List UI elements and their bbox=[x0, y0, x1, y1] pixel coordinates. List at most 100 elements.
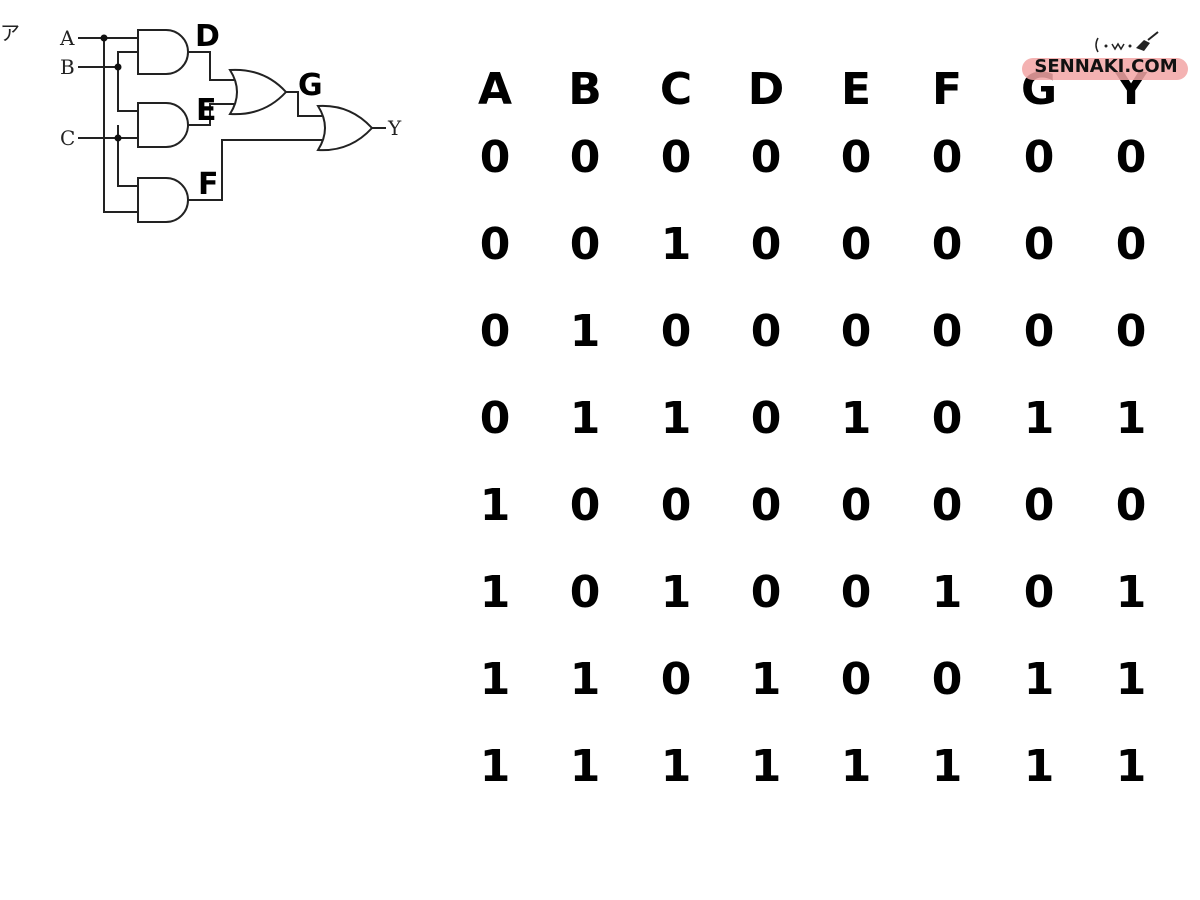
node-label-e: E bbox=[196, 93, 217, 128]
cell-y: 0 bbox=[1115, 306, 1147, 357]
and-gate-d bbox=[137, 29, 189, 75]
cell-d: 1 bbox=[750, 654, 782, 705]
cell-e: 0 bbox=[840, 654, 872, 705]
cell-y: 1 bbox=[1115, 654, 1147, 705]
node-label-d: D bbox=[195, 19, 220, 54]
wire-b bbox=[78, 51, 138, 112]
output-label-y: Y bbox=[387, 116, 402, 140]
cell-a: 0 bbox=[479, 393, 511, 444]
input-label-c: C bbox=[60, 126, 75, 150]
cell-f: 0 bbox=[931, 219, 963, 270]
wire-c bbox=[78, 125, 138, 187]
header-e: E bbox=[840, 64, 872, 115]
and-gate-e bbox=[137, 102, 189, 148]
junction-a bbox=[100, 34, 108, 42]
cell-b: 0 bbox=[569, 219, 601, 270]
cell-e: 1 bbox=[840, 393, 872, 444]
cell-y: 1 bbox=[1115, 741, 1147, 792]
cell-c: 1 bbox=[660, 741, 692, 792]
cell-c: 1 bbox=[660, 219, 692, 270]
cell-f: 0 bbox=[931, 306, 963, 357]
cell-b: 1 bbox=[569, 306, 601, 357]
node-label-f: F bbox=[198, 167, 219, 202]
mascot-face-icon bbox=[1095, 31, 1159, 53]
cell-e: 0 bbox=[840, 219, 872, 270]
cell-g: 1 bbox=[1023, 741, 1055, 792]
cell-a: 1 bbox=[479, 654, 511, 705]
cell-f: 1 bbox=[931, 741, 963, 792]
cell-c: 0 bbox=[660, 132, 692, 183]
cell-f: 0 bbox=[931, 654, 963, 705]
header-c: C bbox=[659, 64, 693, 115]
cell-c: 0 bbox=[660, 654, 692, 705]
wire-g bbox=[286, 91, 322, 117]
cell-b: 1 bbox=[569, 393, 601, 444]
watermark-text: SENNAKI.COM bbox=[1034, 56, 1178, 77]
cell-f: 0 bbox=[931, 132, 963, 183]
or-gate-y bbox=[316, 104, 374, 152]
cell-c: 1 bbox=[660, 567, 692, 618]
cell-b: 0 bbox=[569, 480, 601, 531]
cell-b: 0 bbox=[569, 132, 601, 183]
truth-table-row: 0 0 0 0 0 0 0 0 bbox=[460, 128, 1190, 188]
truth-table-row: 0 1 1 0 1 0 1 1 bbox=[460, 389, 1190, 449]
cell-b: 0 bbox=[569, 567, 601, 618]
and-gate-f bbox=[137, 177, 189, 223]
cell-g: 0 bbox=[1023, 480, 1055, 531]
node-label-g: G bbox=[298, 68, 323, 103]
cell-a: 1 bbox=[479, 567, 511, 618]
cell-b: 1 bbox=[569, 654, 601, 705]
input-label-a: A bbox=[59, 26, 75, 50]
cell-d: 0 bbox=[750, 132, 782, 183]
cell-g: 0 bbox=[1023, 306, 1055, 357]
cell-g: 1 bbox=[1023, 393, 1055, 444]
junction-b bbox=[114, 63, 122, 71]
truth-table-row: 1 0 1 0 0 1 0 1 bbox=[460, 563, 1190, 623]
watermark-band bbox=[1022, 58, 1188, 80]
cell-d: 0 bbox=[750, 219, 782, 270]
cell-e: 0 bbox=[840, 132, 872, 183]
question-label: ア bbox=[0, 21, 20, 45]
cell-b: 1 bbox=[569, 741, 601, 792]
cell-d: 0 bbox=[750, 480, 782, 531]
watermark-logo: SENNAKI.COM bbox=[1020, 30, 1192, 90]
cell-a: 0 bbox=[479, 132, 511, 183]
cell-g: 1 bbox=[1023, 654, 1055, 705]
cell-f: 0 bbox=[931, 480, 963, 531]
cell-d: 0 bbox=[750, 306, 782, 357]
cell-e: 0 bbox=[840, 567, 872, 618]
cell-y: 0 bbox=[1115, 132, 1147, 183]
input-label-b: B bbox=[60, 55, 75, 79]
junction-c bbox=[114, 134, 122, 142]
truth-table-row: 0 0 1 0 0 0 0 0 bbox=[460, 215, 1190, 275]
wire-d bbox=[188, 51, 234, 81]
truth-table-row: 1 0 0 0 0 0 0 0 bbox=[460, 476, 1190, 536]
logic-circuit-diagram: ア A B C Y D E F G bbox=[0, 19, 402, 223]
cell-g: 0 bbox=[1023, 219, 1055, 270]
cell-a: 0 bbox=[479, 306, 511, 357]
cell-g: 0 bbox=[1023, 132, 1055, 183]
wire-e bbox=[188, 103, 234, 126]
cell-f: 0 bbox=[931, 393, 963, 444]
cell-a: 1 bbox=[479, 480, 511, 531]
cell-y: 0 bbox=[1115, 480, 1147, 531]
cell-d: 1 bbox=[750, 741, 782, 792]
cell-d: 0 bbox=[750, 393, 782, 444]
cell-y: 1 bbox=[1115, 567, 1147, 618]
cell-e: 1 bbox=[840, 741, 872, 792]
wire-a bbox=[78, 37, 138, 213]
cell-y: 1 bbox=[1115, 393, 1147, 444]
wire-f bbox=[188, 139, 322, 201]
header-a: A bbox=[477, 64, 513, 115]
cell-e: 0 bbox=[840, 306, 872, 357]
truth-table-header: A B C D E F G Y bbox=[460, 60, 1190, 120]
or-gate-g bbox=[228, 68, 288, 116]
truth-table-row: 1 1 1 1 1 1 1 1 bbox=[460, 737, 1190, 797]
cell-a: 1 bbox=[479, 741, 511, 792]
cell-f: 1 bbox=[931, 567, 963, 618]
header-d: D bbox=[747, 64, 785, 115]
cell-a: 0 bbox=[479, 219, 511, 270]
cell-e: 0 bbox=[840, 480, 872, 531]
cell-d: 0 bbox=[750, 567, 782, 618]
truth-table-row: 0 1 0 0 0 0 0 0 bbox=[460, 302, 1190, 362]
